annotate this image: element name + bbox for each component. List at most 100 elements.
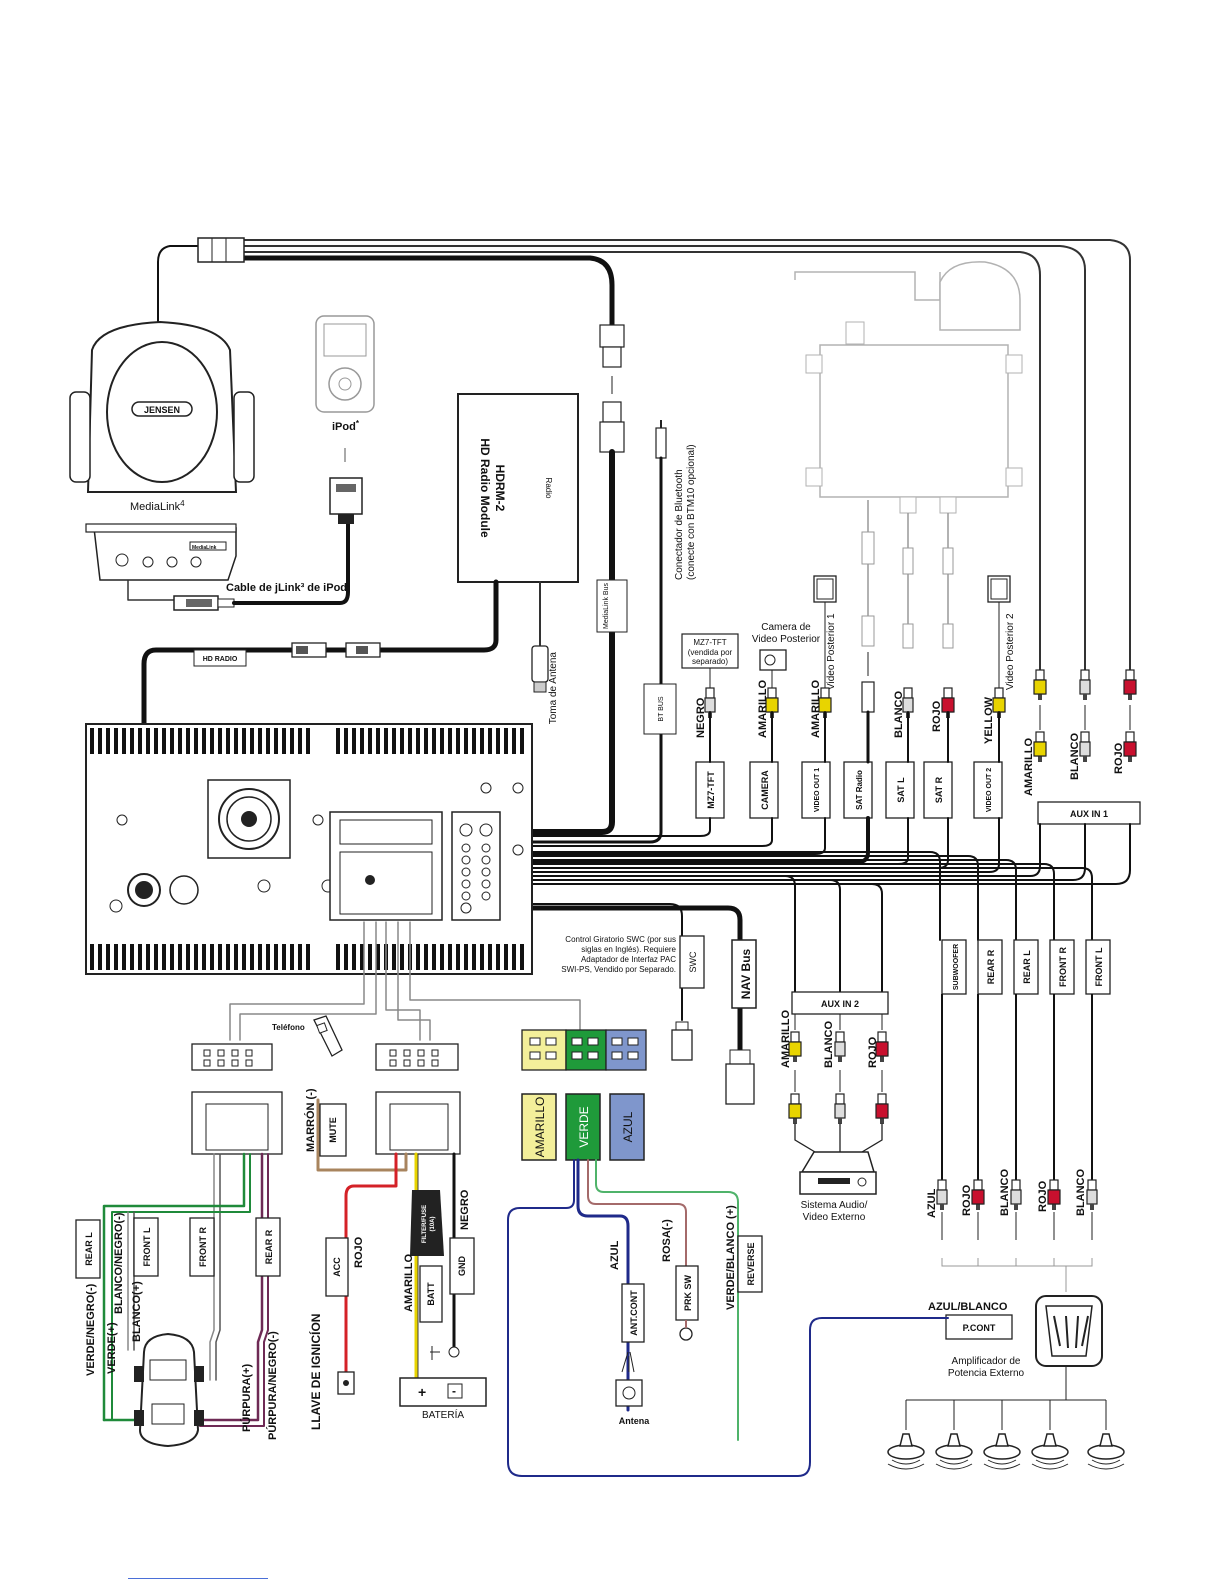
- svg-text:REAR R: REAR R: [264, 1229, 274, 1264]
- swc-plug: [671, 1021, 693, 1061]
- external-av-label: Sistema Audio/Video Externo: [801, 1200, 868, 1223]
- svg-text:BLANCO: BLANCO: [1075, 1169, 1087, 1216]
- svg-text:FILTER/FUSE: FILTER/FUSE: [422, 1205, 428, 1243]
- svg-text:separado): separado): [692, 657, 728, 666]
- lower-harness-lines: [229, 921, 581, 1041]
- amp-rca-labels: AZUL ROJO BLANCO ROJO BLANCO: [926, 1169, 1087, 1218]
- svg-text:AZUL: AZUL: [621, 1111, 635, 1142]
- svg-text:ROJO: ROJO: [931, 700, 943, 732]
- mute-box: [319, 1103, 347, 1157]
- svg-text:FRONT L: FRONT L: [142, 1227, 152, 1266]
- svg-text:GND: GND: [457, 1256, 467, 1277]
- svg-text:NEGRO: NEGRO: [695, 697, 707, 738]
- video-monitor-2: [987, 575, 1011, 690]
- svg-text:FRONT R: FRONT R: [1058, 947, 1068, 987]
- svg-text:HD RADIO: HD RADIO: [203, 656, 238, 663]
- aux-in-1-rca: [1033, 669, 1137, 763]
- amplifier: [1035, 1295, 1103, 1367]
- svg-text:-: -: [452, 1384, 456, 1398]
- svg-text:REAR R: REAR R: [986, 949, 996, 984]
- toma-antena-label: Toma de Antena: [548, 652, 559, 725]
- telefono-label: Teléfono: [272, 1023, 305, 1032]
- svg-text:REAR L: REAR L: [84, 1232, 94, 1266]
- right-harness-wires: [487, 710, 1131, 1053]
- svg-text:AZUL: AZUL: [926, 1188, 938, 1218]
- gnd-box: [449, 1237, 475, 1295]
- telefono-icon: [313, 1015, 343, 1057]
- top-rca-row: [704, 681, 1006, 719]
- speakers-row: [887, 1433, 1125, 1470]
- svg-text:MZ7-TFT: MZ7-TFT: [693, 638, 726, 647]
- svg-text:VERDE/NEGRO(-): VERDE/NEGRO(-): [85, 1283, 97, 1376]
- amarillo-batt-label: AMARILLO: [403, 1254, 415, 1312]
- svg-text:ROJO: ROJO: [961, 1184, 973, 1216]
- svg-text:CAMERA: CAMERA: [760, 770, 770, 810]
- svg-text:VERDE: VERDE: [577, 1106, 591, 1147]
- colored-connectors: AMARILLO VERDE AZUL: [521, 1029, 647, 1161]
- svg-text:REVERSE: REVERSE: [746, 1242, 756, 1285]
- bt-connector-label: Conectador de Bluetooth(conecte con BTM1…: [674, 444, 697, 580]
- footer-link[interactable]: [128, 1575, 268, 1579]
- svg-text:AUX IN 1: AUX IN 1: [1070, 809, 1108, 819]
- svg-text:PÚRPURA(+): PÚRPURA(+): [240, 1364, 253, 1432]
- harness-plug: [197, 237, 245, 263]
- svg-text:VIDEO OUT 2: VIDEO OUT 2: [986, 768, 993, 812]
- svg-text:AUX IN 2: AUX IN 2: [821, 999, 859, 1009]
- medialink-label: MediaLink4: [130, 499, 185, 513]
- top-output-boxes: MZ7-TFT CAMERA VIDEO OUT 1 SAT Radio SAT…: [695, 761, 1141, 825]
- svg-text:MUTE: MUTE: [328, 1117, 338, 1143]
- svg-text:SUBWOOFER: SUBWOOFER: [953, 944, 960, 990]
- svg-text:FRONT L: FRONT L: [1094, 947, 1104, 986]
- svg-text:ROJO: ROJO: [1113, 742, 1125, 774]
- ant-cont-box: [621, 1283, 645, 1343]
- svg-text:BLANCO: BLANCO: [999, 1169, 1011, 1216]
- car-top-view: [134, 1332, 204, 1448]
- camera-icon: [759, 649, 787, 690]
- medialink-unit: JENSEN: [69, 320, 255, 493]
- svg-text:BATT: BATT: [426, 1282, 436, 1306]
- svg-text:BLANCO: BLANCO: [823, 1021, 835, 1068]
- svg-text:HD Radio Module: HD Radio Module: [478, 438, 492, 538]
- svg-text:AMARILLO: AMARILLO: [757, 680, 769, 738]
- ipod-label: iPod*: [332, 419, 360, 433]
- bateria-label: BATERÍA: [422, 1408, 464, 1421]
- battery: + -: [399, 1377, 487, 1407]
- svg-text:AMARILLO: AMARILLO: [780, 1010, 792, 1068]
- svg-text:BT BUS: BT BUS: [658, 696, 665, 721]
- video-posterior-2-label: Video Posterior 2: [1005, 613, 1016, 690]
- rosa-label: ROSA(-): [661, 1219, 673, 1262]
- verde-blanco-label: VERDE/BLANCO (+): [725, 1205, 737, 1310]
- ground-terminal: [430, 1346, 460, 1360]
- svg-text:BLANCO(+): BLANCO(+): [131, 1281, 143, 1342]
- p-cont-box: [945, 1314, 1013, 1340]
- svg-text:REAR L: REAR L: [1022, 950, 1032, 984]
- medialink-bus: MediaLink Bus: [487, 324, 628, 835]
- svg-text:MediaLink: MediaLink: [192, 545, 217, 551]
- aux-in-2-rca: [788, 1014, 889, 1153]
- speaker-wire-labels: BLANCO/NEGRO(-) BLANCO(+) VERDE/NEGRO(-)…: [85, 1212, 279, 1440]
- svg-text:BLANCO: BLANCO: [1069, 733, 1081, 780]
- nav-bus-plug: [725, 1049, 755, 1105]
- azul-ant-label: AZUL: [609, 1240, 621, 1270]
- rojo-acc-label: ROJO: [353, 1236, 365, 1268]
- sat-tuner-unit: [794, 261, 1023, 514]
- medialink-panel: MediaLink: [85, 523, 237, 601]
- svg-text:PÚRPURA/NEGRO(-): PÚRPURA/NEGRO(-): [266, 1331, 279, 1440]
- bt-bus: BT BUS: [488, 420, 677, 844]
- antena-icon: [615, 1351, 643, 1407]
- azul-blanco-label: AZUL/BLANCO: [928, 1301, 1008, 1313]
- svg-text:VERDE(+): VERDE(+): [106, 1322, 118, 1374]
- svg-text:AMARILLO: AMARILLO: [810, 680, 822, 738]
- svg-text:FRONT R: FRONT R: [198, 1227, 208, 1267]
- svg-text:P.CONT: P.CONT: [963, 1323, 996, 1333]
- speaker-boxes-left: REAR L FRONT L FRONT R REAR R: [75, 1217, 281, 1279]
- svg-text:SAT L: SAT L: [896, 777, 906, 803]
- marron-label: MARRÓN (-): [304, 1088, 317, 1152]
- ignition-key: [337, 1371, 355, 1395]
- reverse-box: [737, 1235, 763, 1293]
- svg-text:ANT.CONT: ANT.CONT: [629, 1290, 639, 1336]
- svg-text:ROJO: ROJO: [1037, 1180, 1049, 1212]
- svg-text:HDRM-2: HDRM-2: [493, 465, 507, 512]
